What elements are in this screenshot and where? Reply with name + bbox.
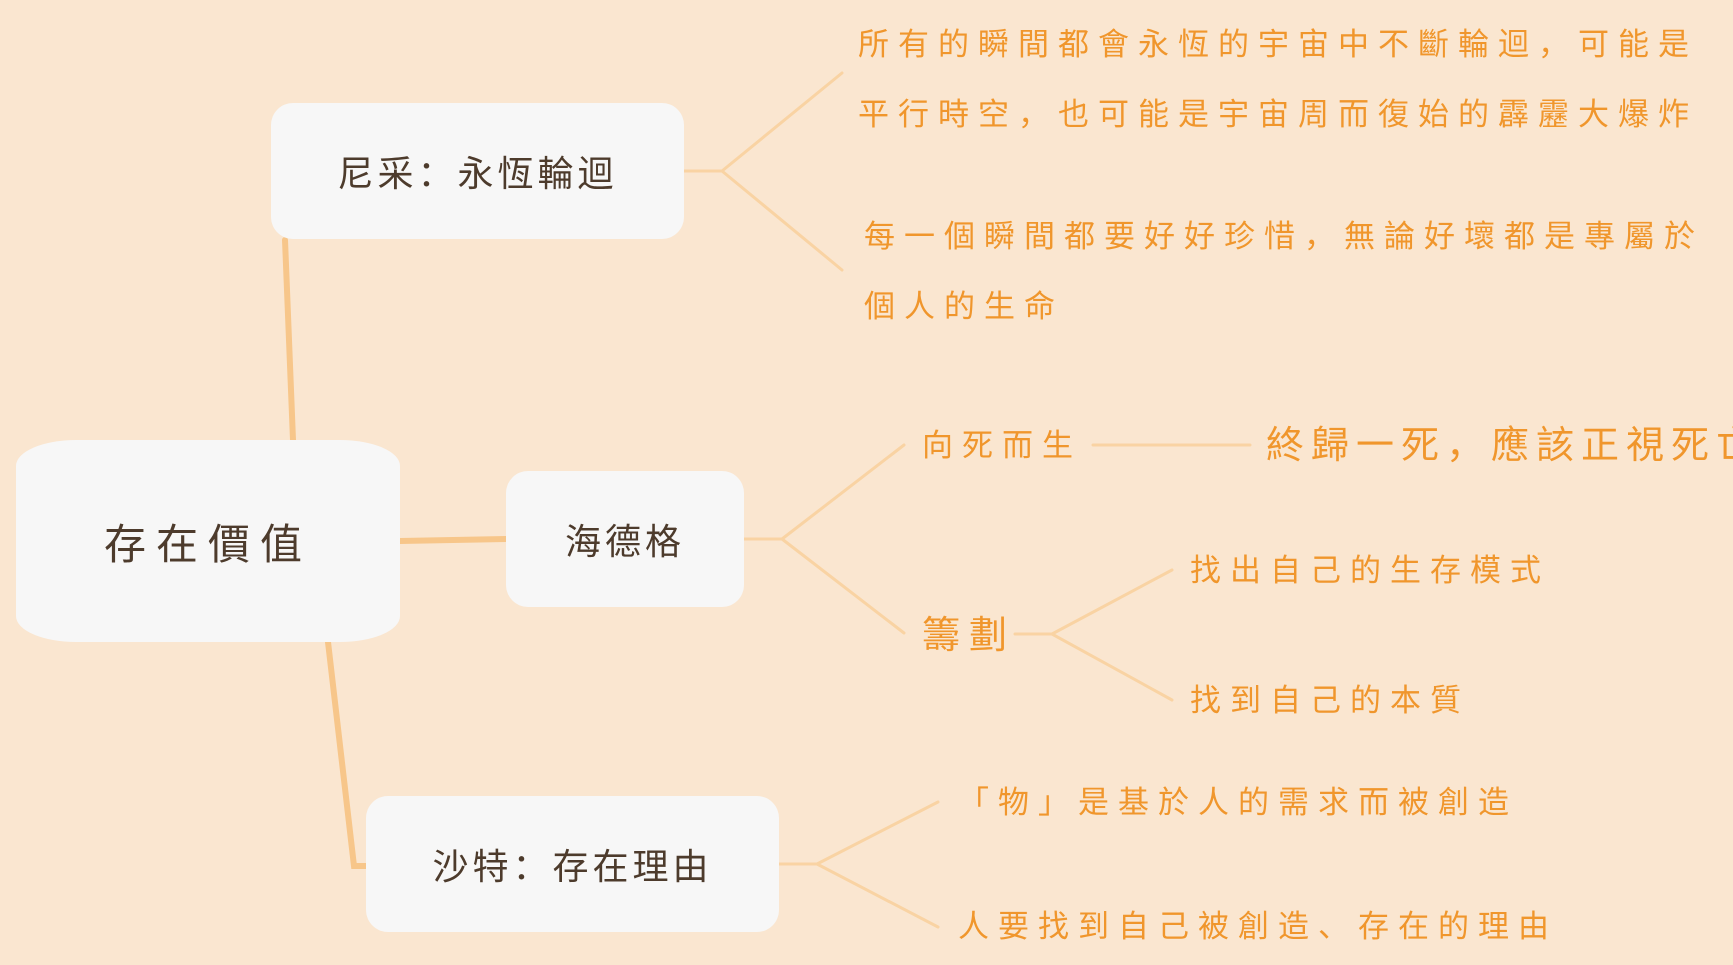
root-node[interactable]: 存在價值 [16,440,400,642]
root-label: 存在價值 [103,519,312,569]
leaf-face-death[interactable]: 終歸一死，應該正視死亡 [1266,423,1733,467]
leaf-cherish-moments[interactable]: 每一個瞬間都要好好珍惜，無論好壞都是專屬於個人的生命 [864,219,1704,325]
leaf-find-way-of-being[interactable]: 找出自己的生存模式 [1190,553,1550,589]
branch-nietzsche-leaves [682,71,844,272]
main-branches [282,237,509,869]
topic-sartre[interactable]: 沙特：存在理由 [366,796,779,932]
leaf-eternal-recurrence[interactable]: 所有的瞬間都會永恆的宇宙中不斷輪迴，可能是平行時空，也可能是宇宙周而復始的霹靂大… [858,27,1698,133]
topic-sartre-label: 沙特：存在理由 [432,847,713,888]
branch-heidegger-children [742,443,906,635]
branch-root-nietzsche [282,237,296,443]
subtopic-being-toward-death[interactable]: 向死而生 [922,428,1082,464]
subtopic-projection[interactable]: 籌劃 [922,613,1017,657]
leaf-find-reason-to-exist[interactable]: 人要找到自己被創造、存在的理由 [958,909,1558,945]
branch-sartre-leaves [777,800,940,929]
sub-branches [682,71,1252,929]
topic-heidegger-label: 海德格 [564,522,685,563]
leaf-find-essence[interactable]: 找到自己的本質 [1190,683,1470,719]
branch-root-heidegger [397,536,509,544]
branch-root-sartre [325,639,369,869]
branch-chouhua-leaves [1013,568,1174,702]
leaf-things-created-for-needs[interactable]: 「物」是基於人的需求而被創造 [958,785,1518,821]
topic-nietzsche[interactable]: 尼采：永恆輪迴 [271,103,684,239]
topic-heidegger[interactable]: 海德格 [506,471,744,607]
topic-nietzsche-label: 尼采：永恆輪迴 [337,154,618,195]
